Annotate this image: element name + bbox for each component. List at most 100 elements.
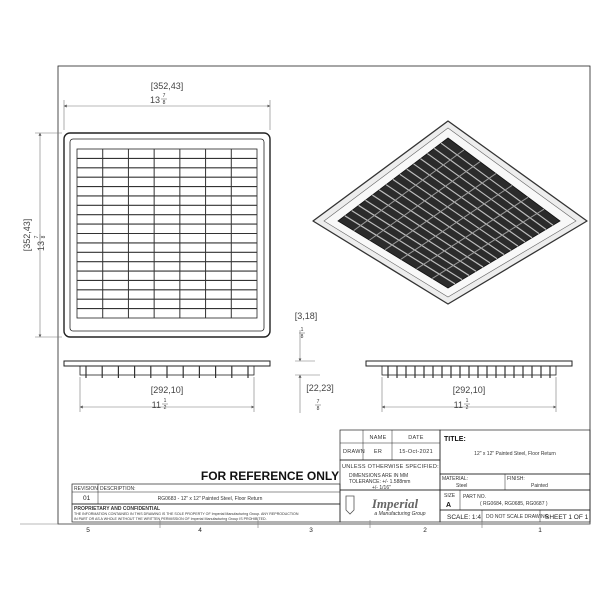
body-width2-in-num: 1 <box>466 398 469 404</box>
iso-grille-row <box>399 173 512 251</box>
zone-5: 5 <box>86 527 90 534</box>
iso-grille-row <box>392 179 505 255</box>
front-grille-bars <box>77 149 257 318</box>
height-in-den: 8 <box>41 235 47 238</box>
iso-grille-column <box>353 149 465 231</box>
reference-note: FOR REFERENCE ONLY <box>201 469 339 483</box>
title-block: NAME DATE DRAWN ER 15-Oct-2021 TITLE: 12… <box>339 429 591 523</box>
revision-description: RG0683 - 12" x 12" Painted Steel, Floor … <box>158 496 263 502</box>
prop-line2: IN PART OR AS A WHOLE WITHOUT THE WRITTE… <box>74 517 267 521</box>
iso-grille-row <box>440 142 554 226</box>
height-in-whole: 13 <box>36 241 46 251</box>
thickness-dimensions: [3,18] 1 8 [22,23] 7 8 <box>295 311 334 413</box>
title-value: 12" x 12" Painted Steel, Floor Return <box>474 451 556 457</box>
part-label: PART NO. <box>463 494 486 500</box>
width-in-whole: 13 <box>150 95 160 105</box>
isometric-view <box>312 120 588 305</box>
iso-grille-column <box>369 161 481 241</box>
header-name: NAME <box>369 435 386 441</box>
iso-grille-row <box>406 168 519 247</box>
depth-in-num: 7 <box>317 399 320 405</box>
body-width-in-num: 1 <box>164 398 167 404</box>
material-value: Steel <box>456 483 467 489</box>
flange-in-den: 8 <box>301 334 304 340</box>
body-width2-in-whole: 11 <box>454 400 463 410</box>
revision-label: REVISION <box>74 486 98 492</box>
description-label: DESCRIPTION: <box>100 486 136 492</box>
width-dimension: [352,43] 13 7 8 <box>63 81 271 130</box>
iso-grille-row <box>378 189 491 264</box>
unless-label: UNLESS OTHERWISE SPECIFIED: <box>342 464 439 470</box>
zone-4: 4 <box>198 527 202 534</box>
zone-markers: 5 4 3 2 1 <box>86 520 542 534</box>
iso-grille-bars <box>344 142 554 285</box>
width-in-den: 8 <box>163 100 166 106</box>
prop-title: PROPRIETARY AND CONFIDENTIAL <box>74 506 160 512</box>
iso-grille-row <box>358 204 470 276</box>
no-scale-note: DO NOT SCALE DRAWING <box>486 514 549 520</box>
scale-label: SCALE: 1:4 <box>447 514 481 521</box>
height-mm-label: [352,43] <box>22 219 32 252</box>
size-value: A <box>446 502 451 509</box>
depth-mm-label: [22,23] <box>306 383 334 393</box>
body-width2-in-den: 2 <box>466 405 469 411</box>
logo-tagline: a Manufacturing Group <box>374 511 425 517</box>
dimensions-note: DIMENSIONS ARE IN MM <box>349 473 408 479</box>
iso-grille-row <box>427 153 540 235</box>
iso-grille-row <box>372 194 484 268</box>
iso-grille-row <box>344 215 456 285</box>
width-in-num: 7 <box>163 93 166 99</box>
iso-grille-row <box>351 210 463 281</box>
revision-value: 01 <box>83 495 91 502</box>
zone-3: 3 <box>309 527 313 534</box>
depth-in-den: 8 <box>317 406 320 412</box>
finish-value: Painted <box>531 483 548 489</box>
body-width-in-den: 2 <box>164 405 167 411</box>
front-view <box>63 132 271 338</box>
iso-grille-column <box>432 208 545 279</box>
zone-1: 1 <box>538 527 542 534</box>
side-right-ribs <box>387 366 551 378</box>
height-dimension: [352,43] 13 7 8 <box>22 132 62 338</box>
flange-mm-label: [3,18] <box>295 311 318 321</box>
iso-grille-column <box>384 173 497 251</box>
side-left-ribs <box>85 366 249 378</box>
body-width-in-whole: 11 <box>152 400 161 410</box>
iso-grille-row <box>433 147 547 230</box>
body-width2-mm-label: [292,10] <box>453 385 486 395</box>
sheet-label: SHEET 1 OF 1 <box>545 514 589 521</box>
flange-in-num: 1 <box>301 327 304 333</box>
side-right-flange <box>365 360 573 367</box>
tolerance-in: +/- 1/16" <box>372 485 391 491</box>
side-view-left: [292,10] 11 1 2 <box>63 360 271 412</box>
body-width-mm-label: [292,10] <box>151 385 184 395</box>
title-label: TITLE: <box>444 436 466 443</box>
company-logo: Imperial a Manufacturing Group <box>345 495 426 517</box>
iso-grille-row <box>413 163 526 243</box>
drawn-name: ER <box>374 449 382 455</box>
iso-grille-column <box>416 196 529 270</box>
iso-grille-row <box>365 199 477 272</box>
header-date: DATE <box>408 435 423 441</box>
width-mm-label: [352,43] <box>151 81 184 91</box>
side-left-flange <box>63 360 271 367</box>
revision-block: FOR REFERENCE ONLY REVISION DESCRIPTION:… <box>71 469 341 523</box>
iso-grille-column <box>400 185 513 260</box>
prop-line1: THE INFORMATION CONTAINED IN THIS DRAWIN… <box>74 512 299 516</box>
finish-label: FINISH: <box>507 476 525 482</box>
drawn-label: DRAWN <box>343 449 365 455</box>
size-label: SIZE <box>444 493 456 499</box>
side-view-right: [292,10] 11 1 2 <box>365 360 573 412</box>
iso-grille-row <box>385 184 498 260</box>
part-value: ( RG0684, RG0685, RG0687 ) <box>480 501 548 507</box>
material-label: MATERIAL: <box>442 476 468 482</box>
front-inner-frame <box>69 138 265 332</box>
drawn-date: 15-Oct-2021 <box>399 449 433 455</box>
logo-text: Imperial <box>371 496 419 511</box>
tolerance-note: TOLERANCE: +/- 1.588mm <box>349 479 410 485</box>
front-outer-frame <box>63 132 271 338</box>
iso-grille-area <box>337 137 561 289</box>
zone-2: 2 <box>423 527 427 534</box>
iso-grille-row <box>420 158 533 239</box>
